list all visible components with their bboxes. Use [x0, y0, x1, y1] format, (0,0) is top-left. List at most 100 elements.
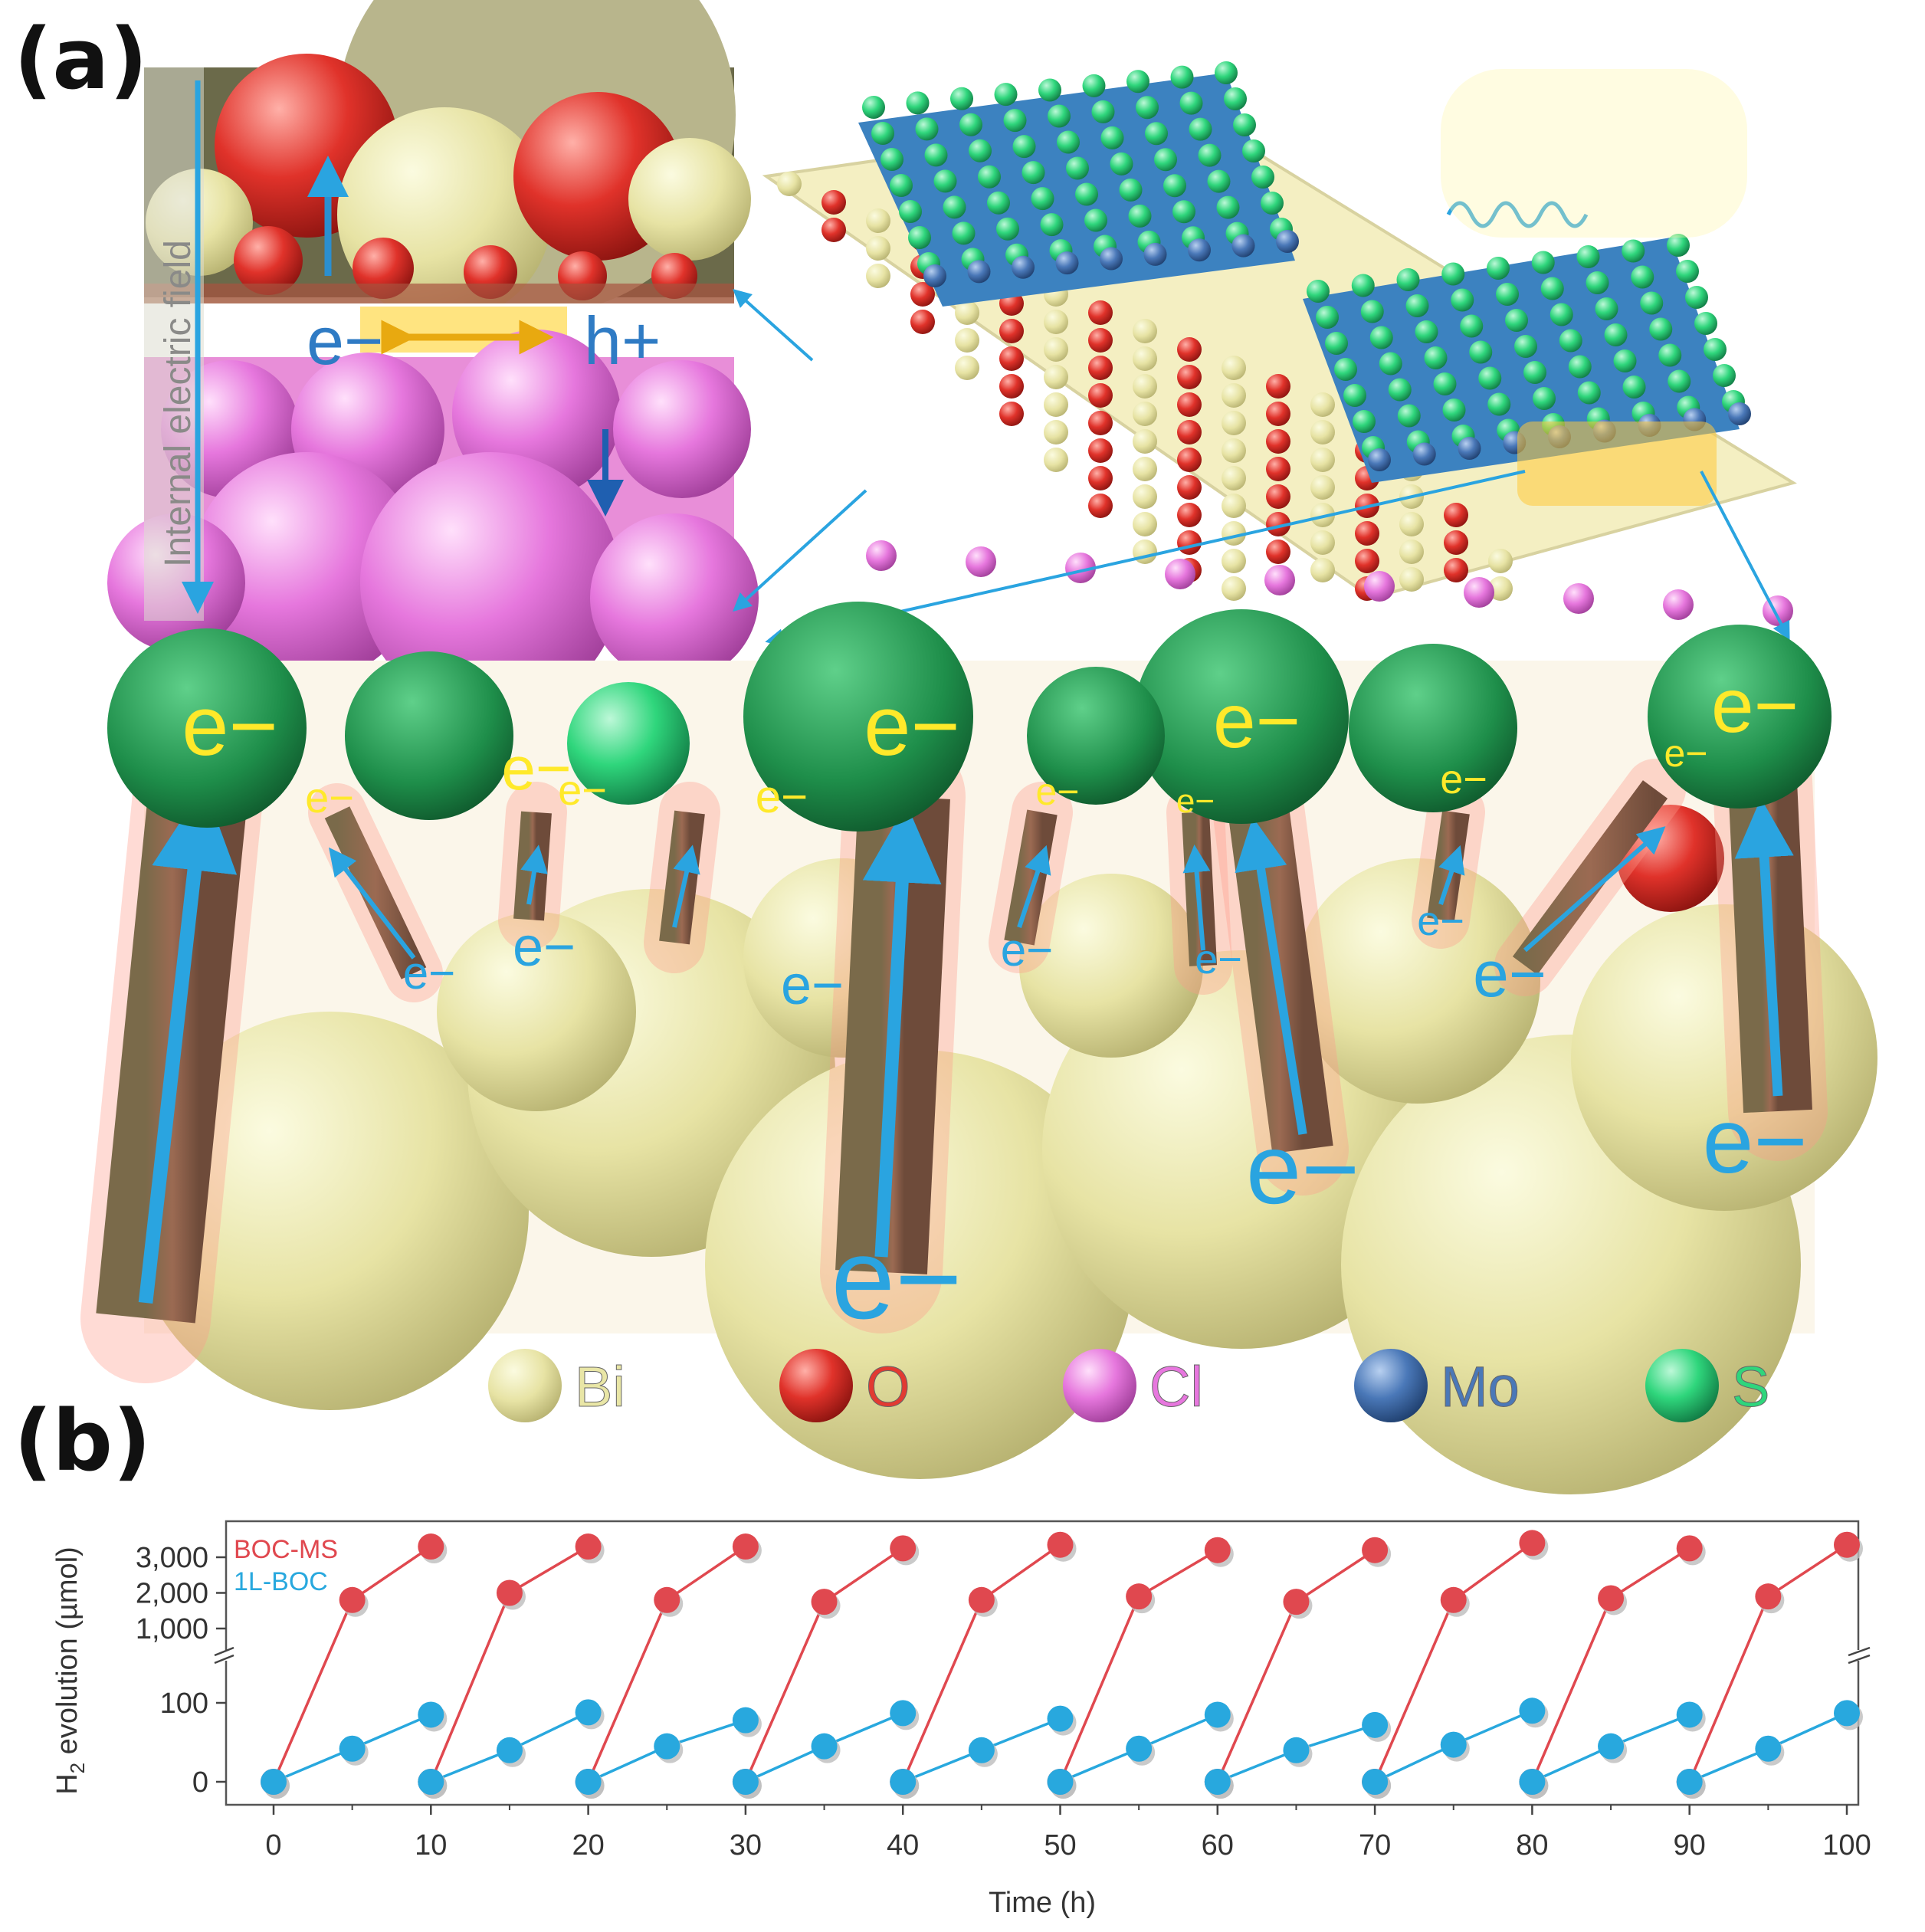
electron-label: e− — [1664, 732, 1707, 775]
sulfur-atom — [1038, 78, 1061, 102]
sulfur-atom — [1694, 312, 1717, 335]
sulfur-atom — [1353, 410, 1376, 433]
lattice-atom — [1088, 494, 1113, 518]
data-point-1l-boc — [732, 1769, 759, 1795]
sulfur-atom — [890, 174, 913, 197]
sulfur-atom — [1082, 74, 1106, 97]
lattice-atom — [1088, 438, 1113, 463]
lattice-atom — [1222, 549, 1246, 573]
chlorine-atom — [1264, 565, 1295, 595]
sulfur-atom — [1351, 274, 1375, 297]
legend-swatch-s — [1645, 1349, 1719, 1422]
lattice-atom — [1399, 512, 1424, 536]
lattice-atom — [1177, 475, 1202, 500]
lattice-atom — [1177, 392, 1202, 417]
legend-label-bi: Bi — [575, 1355, 625, 1419]
legend-label-cl: Cl — [1149, 1355, 1203, 1419]
sulfur-atom — [1469, 340, 1493, 364]
sulfur-atom — [978, 165, 1001, 189]
sulfur-atom — [1119, 178, 1143, 202]
plot-frame — [225, 1520, 1860, 1806]
electron-label: e− — [501, 734, 571, 802]
sulfur-atom — [871, 122, 894, 145]
data-point-1l-boc — [496, 1737, 523, 1763]
sulfur-atom — [1586, 271, 1609, 294]
sulfur-atom — [1012, 135, 1036, 159]
data-point-boc-ms — [890, 1535, 917, 1562]
data-point-1l-boc — [1834, 1700, 1860, 1727]
sulfur-atom — [1215, 61, 1238, 84]
electron-flow-arrow — [1523, 826, 1666, 953]
panel-b-label: (b) — [14, 1392, 152, 1490]
sulfur-atom — [1595, 297, 1618, 320]
lattice-atom — [955, 300, 979, 325]
y-tick-label: 1,000 — [136, 1613, 208, 1645]
lattice-atom — [866, 236, 890, 261]
sulfur-atom — [1233, 113, 1256, 136]
electron-flow-arrow — [1438, 845, 1465, 905]
x-tick-label: 30 — [730, 1829, 762, 1861]
y-tick-label: 3,000 — [136, 1542, 208, 1574]
sulfur-atom — [1451, 288, 1474, 312]
lattice-atom — [1088, 300, 1113, 325]
data-point-1l-boc — [1047, 1705, 1074, 1732]
sulfur-atom — [1405, 294, 1429, 317]
y-tick-label: 0 — [192, 1766, 208, 1799]
lattice-atom — [1133, 457, 1157, 481]
lattice-atom — [1133, 512, 1157, 536]
x-tick-label: 10 — [415, 1829, 447, 1861]
legend-entry-boc-ms: BOC-MS — [234, 1535, 338, 1564]
lattice-atom — [1266, 484, 1290, 509]
sulfur-atom — [1242, 139, 1265, 162]
electron-flow-arrow — [1235, 817, 1307, 1135]
y-axis-title: H2 evolution (µmol) — [51, 1547, 89, 1795]
sulfur-atom — [943, 195, 966, 219]
molybdenum-atom — [1143, 242, 1167, 266]
chlorine-atom — [866, 540, 897, 571]
lattice-atom — [1399, 567, 1424, 592]
x-tick-label: 0 — [265, 1829, 281, 1861]
lattice-atom — [1222, 438, 1246, 463]
data-point-boc-ms — [654, 1586, 680, 1613]
sulfur-atom — [1523, 361, 1546, 384]
sulfur-atom — [1057, 130, 1080, 154]
data-point-boc-ms — [575, 1533, 602, 1560]
data-point-boc-ms — [1598, 1585, 1625, 1612]
lattice-atom — [1133, 346, 1157, 371]
inset-electron-label: e− — [307, 303, 383, 379]
molybdenum-atom — [1055, 251, 1079, 275]
sulfur-atom — [1568, 355, 1592, 379]
electron-label: e− — [513, 917, 576, 978]
sulfur-atom — [1325, 332, 1348, 355]
lattice-atom — [1222, 576, 1246, 601]
legend-label-s: S — [1732, 1355, 1769, 1419]
lattice-atom — [999, 319, 1024, 343]
sulfur-atom — [1334, 358, 1357, 381]
sulfur-atom — [1084, 208, 1107, 232]
data-point-1l-boc — [1519, 1769, 1546, 1795]
sulfur-atom — [1307, 280, 1330, 303]
sulfur-atom — [1145, 122, 1168, 146]
electron-flow-arrow — [138, 785, 238, 1304]
data-point-1l-boc — [890, 1700, 917, 1727]
data-point-boc-ms — [496, 1579, 523, 1606]
data-point-boc-ms — [339, 1586, 366, 1613]
sulfur-atom — [1075, 182, 1098, 206]
sulfur-atom — [1154, 148, 1177, 172]
data-point-1l-boc — [1204, 1769, 1231, 1795]
lattice-atom — [1310, 475, 1335, 500]
sulfur-atom — [1424, 346, 1448, 369]
sulfur-atom — [1442, 399, 1466, 421]
data-point-1l-boc — [1676, 1769, 1703, 1795]
electron-label: e− — [1195, 936, 1242, 982]
lattice-atom — [1177, 365, 1202, 389]
sulfur-atom — [1040, 213, 1064, 237]
sulfur-atom — [1022, 161, 1045, 185]
sulfur-atom — [1415, 320, 1438, 343]
data-point-1l-boc — [1598, 1733, 1625, 1760]
molybdenum-atom — [923, 264, 946, 287]
lattice-atom — [1044, 337, 1068, 362]
sulfur-atom — [1478, 366, 1502, 390]
